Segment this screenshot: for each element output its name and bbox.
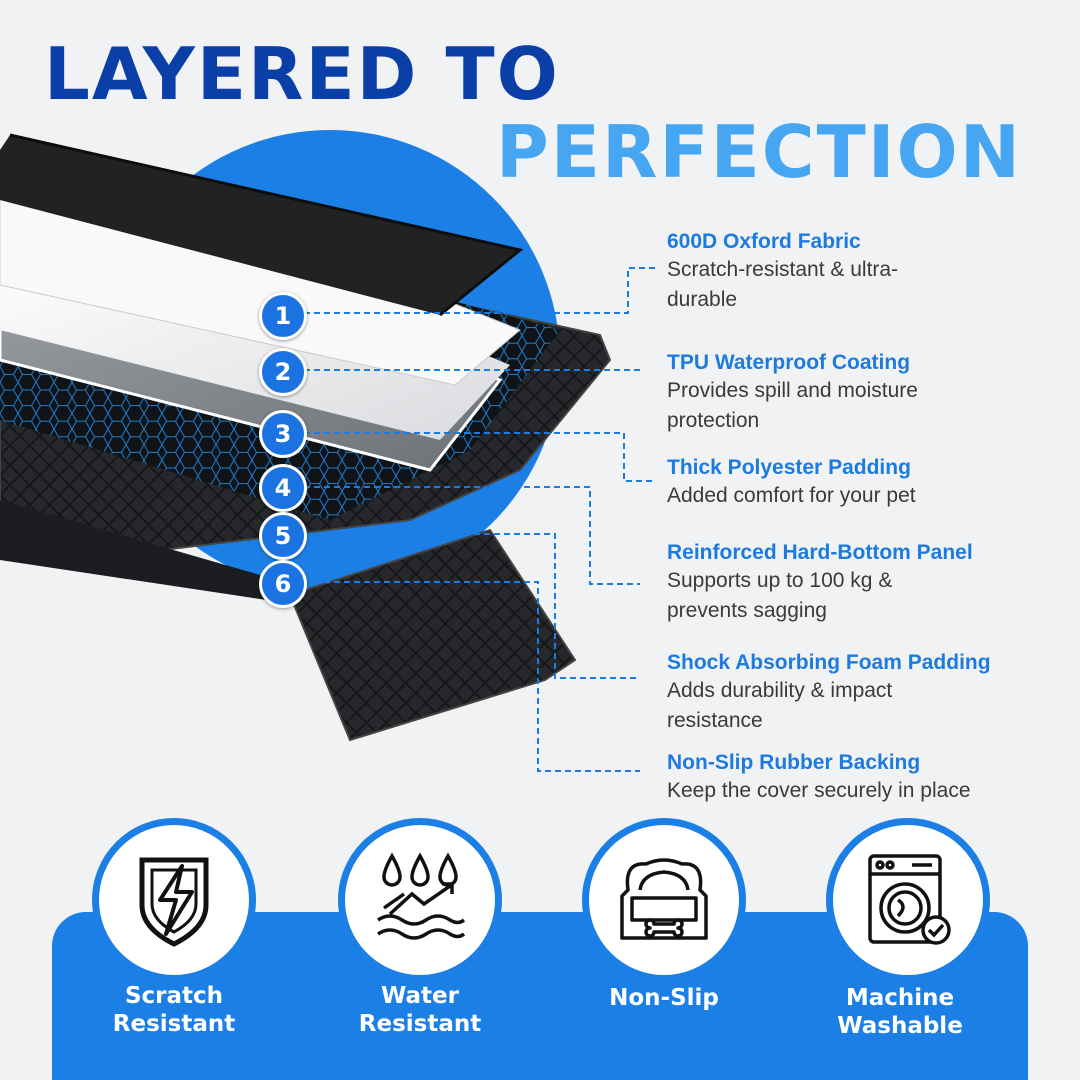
headline-line-1: LAYERED TO (44, 32, 560, 116)
layer-badge-6: 6 (259, 560, 307, 608)
oxford-fabric-layer (0, 135, 520, 315)
layer-description: Keep the cover securely in place (667, 779, 971, 802)
layer-description: Provides spill and moisture protection (667, 379, 918, 432)
bottom-flap (288, 528, 577, 742)
washing-machine-icon (868, 854, 951, 945)
layer-badge-3: 3 (259, 410, 307, 458)
layer-badge-1: 1 (259, 292, 307, 340)
layer-info-4: Reinforced Hard-Bottom Panel Supports up… (667, 540, 973, 626)
layer-info-1: 600D Oxford Fabric Scratch-resistant & u… (667, 229, 917, 315)
layer-description: Added comfort for your pet (667, 484, 916, 507)
layer-badge-5: 5 (259, 512, 307, 560)
layer-info-2: TPU Waterproof Coating Provides spill an… (667, 350, 967, 436)
layer-title: TPU Waterproof Coating (667, 351, 911, 374)
layer-title: Reinforced Hard-Bottom Panel (667, 541, 973, 564)
feature-label-line: Resistant (358, 1011, 482, 1037)
headline-line-2: PERFECTION (496, 110, 1022, 194)
layer-description: Supports up to 100 kg & prevents sagging (667, 569, 893, 622)
layer-info-3: Thick Polyester Padding Added comfort fo… (667, 455, 1027, 511)
scratch-resistant-badge (92, 818, 256, 982)
feature-label-nonslip: Non-Slip (554, 984, 774, 1012)
layer-title: Non-Slip Rubber Backing (667, 751, 921, 774)
water-drops-icon (377, 852, 466, 940)
layer-title: 600D Oxford Fabric (667, 230, 861, 253)
feature-label-line: Machine (845, 985, 955, 1011)
layer-description: Adds durability & impact resistance (667, 679, 893, 732)
feature-label-line: Washable (837, 1013, 963, 1039)
layer-title: Shock Absorbing Foam Padding (667, 651, 991, 674)
feature-label-line: Scratch (124, 983, 224, 1009)
layer-badge-2: 2 (259, 348, 307, 396)
shield-lightning-icon (139, 857, 209, 947)
layer-badge-4: 4 (259, 464, 307, 512)
feature-label-line: Non-Slip (609, 985, 719, 1011)
feature-label-line: Resistant (112, 1011, 236, 1037)
feature-label-water: Water Resistant (310, 982, 530, 1038)
layer-title: Thick Polyester Padding (667, 456, 911, 479)
layer-info-6: Non-Slip Rubber Backing Keep the cover s… (667, 750, 1027, 806)
pet-bed-icon (620, 858, 708, 940)
feature-label-scratch: Scratch Resistant (64, 982, 284, 1038)
non-slip-badge (582, 818, 746, 982)
feature-label-line: Water (380, 983, 459, 1009)
water-resistant-badge (338, 818, 502, 982)
feature-label-washable: Machine Washable (790, 984, 1010, 1040)
layer-description: Scratch-resistant & ultra-durable (667, 258, 899, 311)
machine-washable-badge (826, 818, 990, 982)
layer-info-5: Shock Absorbing Foam Padding Adds durabi… (667, 650, 991, 736)
